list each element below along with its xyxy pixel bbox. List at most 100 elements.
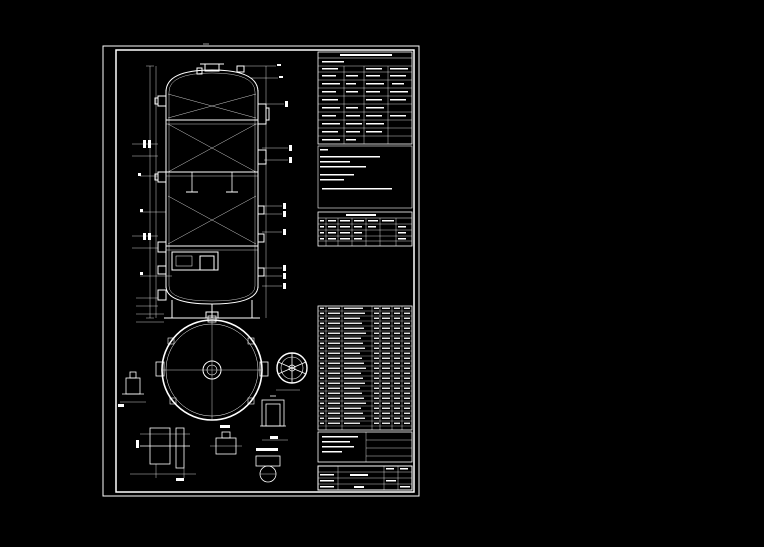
parts-list-cell-mark — [320, 387, 324, 389]
parts-list-cell-mark — [404, 322, 410, 324]
parts-list-cell-mark — [394, 387, 400, 389]
parts-list-cell-mark — [394, 342, 400, 344]
parts-list-cell-mark — [320, 317, 324, 319]
parts-list-table — [317, 305, 413, 431]
parts-list-cell-mark — [320, 367, 324, 369]
parts-list-cell-mark — [344, 352, 360, 354]
nozzle-detail-a — [118, 371, 146, 407]
parts-list-cell-mark — [344, 377, 363, 379]
parts-list-cell-mark — [374, 407, 379, 409]
parts-list-cell-mark — [394, 352, 400, 354]
sheet-outer-border — [102, 45, 420, 497]
parts-list-cell-mark — [404, 337, 410, 339]
parts-list-cell-mark — [344, 412, 363, 414]
vessel-elevation — [146, 63, 270, 319]
parts-list-cell-mark — [394, 317, 400, 319]
parts-list-cell-mark — [394, 357, 400, 359]
parts-list-cell-mark — [404, 317, 410, 319]
parts-list-cell-mark — [374, 352, 379, 354]
parts-list-cell-mark — [344, 372, 361, 374]
drawing-notes-box — [317, 431, 413, 463]
leader-lines-left — [132, 143, 172, 323]
parts-list-cell-mark — [394, 412, 400, 414]
parts-list-cell-mark — [374, 392, 379, 394]
parts-list-cell-mark — [328, 387, 340, 389]
parts-list-cell-mark — [382, 347, 390, 349]
parts-list-cell-mark — [320, 402, 324, 404]
parts-list-cell-mark — [382, 382, 390, 384]
parts-list-cell-mark — [404, 352, 410, 354]
parts-list-cell-mark — [394, 307, 400, 309]
parts-list-cell-mark — [374, 332, 379, 334]
title-block — [317, 465, 413, 491]
parts-list-cell-mark — [320, 372, 324, 374]
parts-list-cell-mark — [382, 407, 390, 409]
parts-list-cell-mark — [320, 312, 324, 314]
parts-list-cell-mark — [320, 392, 324, 394]
parts-list-cell-mark — [382, 417, 390, 419]
parts-list-cell-mark — [320, 417, 324, 419]
spec-table — [317, 51, 413, 145]
weld-detail — [210, 425, 242, 455]
parts-list-cell-mark — [344, 357, 362, 359]
parts-list-cell-mark — [404, 387, 410, 389]
parts-list-cell-mark — [404, 312, 410, 314]
parts-list-cell-mark — [320, 377, 324, 379]
parts-list-rows — [318, 310, 412, 427]
leader-label-marks — [138, 64, 292, 289]
parts-list-cell-mark — [328, 392, 340, 394]
parts-list-cell-mark — [404, 397, 410, 399]
parts-list-cell-mark — [394, 377, 400, 379]
parts-list-cell-mark — [328, 402, 340, 404]
parts-list-cell-mark — [404, 327, 410, 329]
parts-list-cell-mark — [394, 322, 400, 324]
parts-list-cell-mark — [374, 312, 379, 314]
parts-list-cell-mark — [328, 417, 340, 419]
parts-list-cell-mark — [344, 397, 364, 399]
parts-list-cell-mark — [320, 347, 324, 349]
parts-list-cell-mark — [394, 417, 400, 419]
parts-list-cell-mark — [382, 327, 390, 329]
parts-list-cell-mark — [344, 327, 364, 329]
tech-notes-text-marks — [320, 149, 392, 190]
parts-list-cell-mark — [328, 397, 340, 399]
parts-list-cell-mark — [374, 417, 379, 419]
parts-list-cell-mark — [344, 332, 366, 334]
parts-list-cell-mark — [328, 352, 340, 354]
parts-list-cell-mark — [328, 317, 340, 319]
parts-list-cell-mark — [394, 312, 400, 314]
parts-list-cell-mark — [374, 402, 379, 404]
parts-list-cell-mark — [320, 397, 324, 399]
parts-list-cell-mark — [344, 367, 366, 369]
parts-list-cell-mark — [328, 332, 340, 334]
parts-list-cell-mark — [320, 307, 324, 309]
parts-list-cell-mark — [344, 322, 362, 324]
parts-list-cell-mark — [404, 422, 410, 424]
parts-list-cell-mark — [328, 312, 340, 314]
parts-list-cell-mark — [394, 362, 400, 364]
parts-list-cell-mark — [328, 357, 340, 359]
parts-list-cell-mark — [394, 347, 400, 349]
parts-list-cell-mark — [394, 422, 400, 424]
support-lug-detail — [260, 395, 288, 441]
parts-list-cell-mark — [374, 422, 379, 424]
parts-list-cell-mark — [320, 332, 324, 334]
nozzle-schedule-table — [317, 211, 413, 247]
parts-list-cell-mark — [394, 332, 400, 334]
parts-list-cell-mark — [328, 337, 340, 339]
parts-list-cell-mark — [404, 392, 410, 394]
parts-list-cell-mark — [344, 317, 360, 319]
parts-list-cell-mark — [344, 417, 365, 419]
parts-list-cell-mark — [344, 392, 362, 394]
parts-list-text-marks — [320, 307, 410, 424]
parts-list-cell-mark — [328, 412, 340, 414]
parts-list-cell-mark — [374, 382, 379, 384]
parts-list-cell-mark — [404, 417, 410, 419]
parts-list-cell-mark — [320, 342, 324, 344]
parts-list-cell-mark — [382, 317, 390, 319]
parts-list-cell-mark — [374, 362, 379, 364]
parts-list-cell-mark — [320, 352, 324, 354]
parts-list-cell-mark — [404, 372, 410, 374]
parts-list-cell-mark — [320, 407, 324, 409]
